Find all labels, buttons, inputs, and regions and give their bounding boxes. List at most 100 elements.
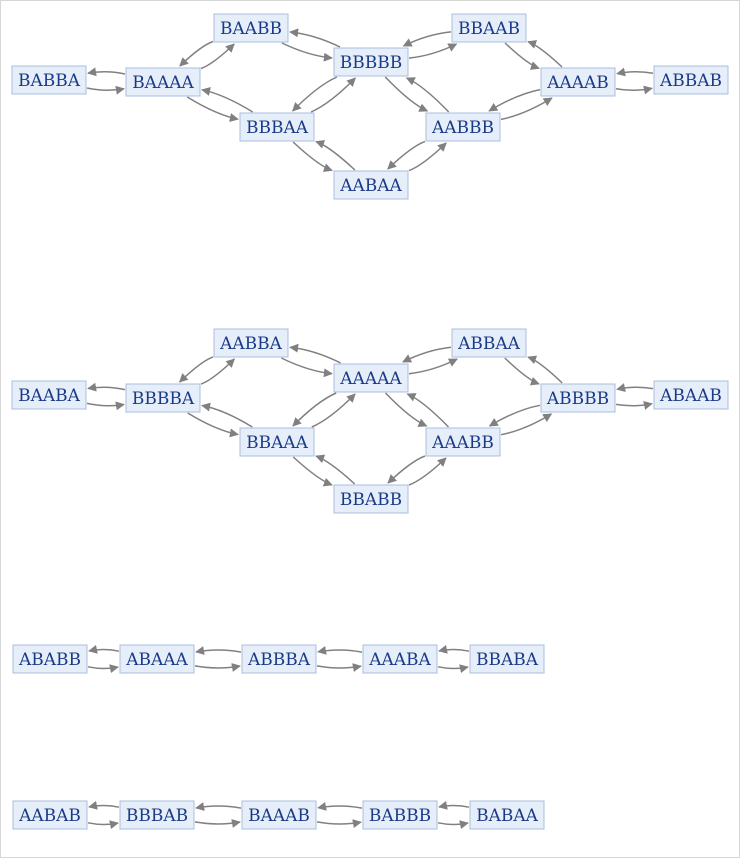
graph-node: BAAAA: [125, 67, 201, 97]
edge-arrow: [88, 800, 120, 810]
edge-arrow: [402, 346, 452, 363]
edge-arrow: [87, 382, 126, 392]
graph-node: ABAAA: [119, 644, 195, 674]
edge-arrow: [406, 393, 450, 428]
node-label: BBABB: [340, 490, 402, 510]
node-label: AABAB: [18, 806, 81, 826]
edge-arrow: [292, 392, 337, 427]
node-label: BABBB: [369, 806, 431, 826]
node-label: ABBBA: [247, 650, 311, 670]
node-box: [125, 383, 201, 413]
node-label: AABAA: [339, 176, 402, 196]
edge-arrow: [616, 383, 654, 392]
node-box: [239, 112, 315, 142]
edge-arrow: [194, 663, 241, 672]
edge-arrow: [88, 644, 120, 654]
node-label: BAAAB: [248, 806, 310, 826]
node-label: ABAAA: [125, 650, 188, 670]
node-box: [333, 170, 409, 200]
edge-arrow: [504, 42, 540, 70]
graph-node: BBBAA: [239, 112, 315, 142]
node-label: BBBAA: [246, 118, 309, 138]
graph-node: AABBB: [425, 112, 501, 142]
node-box: [241, 644, 317, 674]
node-label: BBBBA: [132, 389, 195, 409]
node-box: [333, 47, 409, 77]
node-label: BBBAB: [126, 806, 188, 826]
node-box: [11, 65, 87, 95]
graph-node: BABAA: [469, 800, 545, 830]
graph-node: BBABA: [469, 644, 545, 674]
edge-arrow: [289, 343, 341, 364]
node-label: BBABA: [476, 650, 539, 670]
node-box: [241, 800, 317, 830]
edge-arrow: [87, 67, 126, 77]
edge-arrow: [87, 664, 119, 674]
edge-arrow: [187, 412, 239, 438]
node-label: BBAAB: [458, 19, 520, 39]
node-box: [540, 383, 616, 413]
edge-arrow: [500, 413, 553, 436]
graph-node: AABBA: [213, 328, 289, 358]
node-box: [125, 67, 201, 97]
edge-arrow: [387, 455, 426, 484]
node-label: BAAAA: [132, 73, 194, 93]
edge-arrow: [292, 456, 333, 487]
edge-arrow: [281, 42, 333, 62]
edge-arrow: [315, 140, 356, 171]
edge-arrow: [317, 646, 363, 655]
edge-arrow: [200, 358, 236, 385]
edge-arrow: [315, 454, 356, 485]
graph-node: ABBAB: [653, 65, 729, 95]
graph-node: BAABB: [213, 13, 289, 43]
graph-node: ABBAA: [451, 328, 527, 358]
graph-node: BBAAA: [239, 427, 315, 457]
node-label: BBAAA: [246, 433, 309, 453]
edge-arrow: [402, 31, 452, 47]
edge-arrow: [488, 88, 541, 112]
node-label: AAAAA: [339, 369, 402, 389]
edge-arrow: [408, 358, 458, 375]
edge-arrow: [281, 357, 333, 378]
edge-arrow: [179, 40, 214, 67]
edge-arrow: [384, 76, 429, 112]
edge-arrow: [200, 43, 235, 70]
node-label: AAABB: [431, 433, 494, 453]
edge-arrow: [488, 404, 541, 427]
node-label: ABBAB: [659, 71, 722, 91]
edge-arrow: [292, 76, 338, 112]
node-label: BAABA: [18, 386, 81, 406]
graph-node: BBABB: [333, 484, 409, 514]
graph-node: AAABB: [425, 427, 501, 457]
edge-arrow: [437, 664, 469, 674]
edge-arrow: [195, 802, 242, 811]
edge-arrow: [437, 820, 469, 830]
graph-node: BBBBA: [125, 383, 201, 413]
edge-arrow: [405, 77, 450, 113]
edges-layer: [86, 28, 654, 830]
node-label: BABBA: [18, 71, 81, 91]
edge-arrow: [527, 40, 563, 68]
node-box: [333, 363, 409, 393]
node-box: [213, 328, 289, 358]
edge-arrow: [195, 646, 242, 655]
node-box: [12, 800, 88, 830]
graph-node: AAAAB: [540, 67, 616, 97]
graph-node: AABAB: [12, 800, 88, 830]
node-label: AABBB: [431, 118, 494, 138]
node-label: ABBBB: [546, 389, 609, 409]
edge-arrow: [615, 401, 653, 410]
edge-arrow: [178, 356, 214, 383]
graph-node: ABBBA: [241, 644, 317, 674]
graph-node: AABAA: [333, 170, 409, 200]
graph-node: BABBA: [11, 65, 87, 95]
graph-node: AAAAA: [333, 363, 409, 393]
graph-node: ABBBB: [540, 383, 616, 413]
edge-arrow: [500, 97, 553, 121]
node-box: [653, 380, 729, 410]
node-label: AAAAB: [546, 73, 609, 93]
edge-arrow: [292, 141, 333, 172]
graph-node: BBBBB: [333, 47, 409, 77]
node-label: ABABB: [18, 650, 81, 670]
